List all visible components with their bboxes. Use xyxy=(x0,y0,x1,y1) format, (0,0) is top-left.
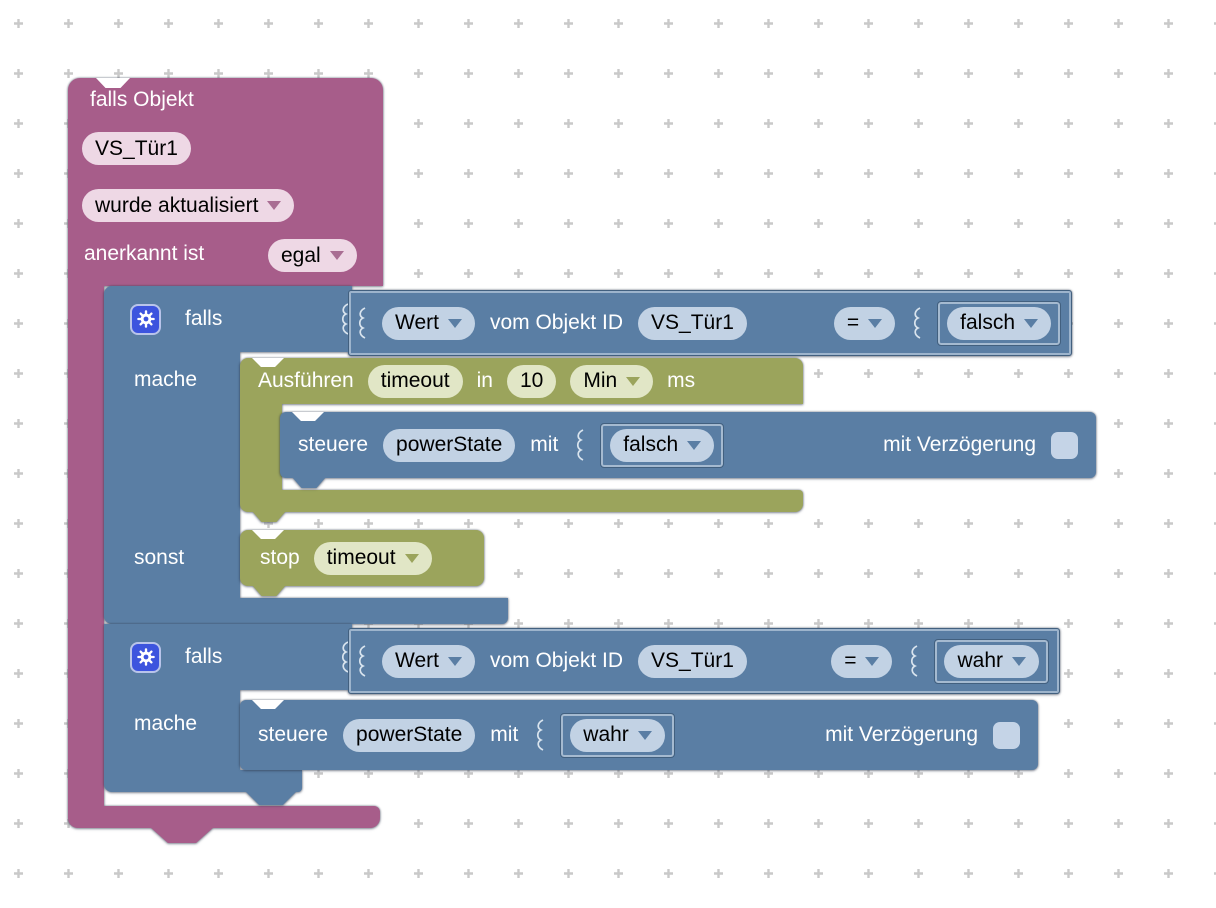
puzzle-connector-icon xyxy=(537,719,544,751)
chevron-down-icon xyxy=(404,553,419,563)
set-value: falsch xyxy=(623,433,679,456)
object-id-field[interactable]: VS_Tür1 xyxy=(82,132,191,165)
unit-value: Min xyxy=(583,369,618,392)
set-value-dropdown[interactable]: falsch xyxy=(610,428,715,462)
value-type-dropdown[interactable]: Wert xyxy=(382,306,475,340)
compare-value: falsch xyxy=(960,311,1015,334)
else-label: sonst xyxy=(134,546,185,569)
state-id-field[interactable]: powerState xyxy=(383,428,516,462)
event-dropdown[interactable]: wurde aktualisiert xyxy=(82,189,295,222)
value-type-dropdown[interactable]: Wert xyxy=(382,644,475,678)
puzzle-connector-icon xyxy=(914,307,921,339)
stop-verb: stop xyxy=(260,546,300,569)
object-id-field[interactable]: VS_Tür1 xyxy=(638,306,747,340)
chevron-down-icon xyxy=(626,376,641,386)
delay-number-value: 10 xyxy=(519,369,544,392)
bottom-connector-tab xyxy=(252,511,286,522)
stop-name-dropdown[interactable]: timeout xyxy=(313,541,432,575)
condition-block[interactable]: Wert vom Objekt ID VS_Tür1 = wahr xyxy=(348,628,1060,694)
delay-number-field[interactable]: 10 xyxy=(506,364,557,398)
object-id-value: VS_Tür1 xyxy=(651,649,734,672)
of-object-label: vom Objekt ID xyxy=(489,649,623,672)
operator-dropdown[interactable]: = xyxy=(831,644,893,678)
ack-dropdown-value: egal xyxy=(281,243,321,267)
chevron-down-icon xyxy=(637,730,652,740)
chevron-down-icon xyxy=(447,318,462,328)
in-label: in xyxy=(476,369,493,392)
do-label: mache xyxy=(134,368,198,391)
if-keyword: falls xyxy=(185,307,223,330)
puzzle-connector-icon xyxy=(342,641,349,673)
top-notch xyxy=(292,412,324,421)
with-label: mit xyxy=(490,723,519,746)
state-id-value: powerState xyxy=(356,723,463,746)
chevron-down-icon xyxy=(329,251,344,260)
chevron-down-icon xyxy=(687,440,702,450)
chevron-down-icon xyxy=(865,656,880,666)
object-id-value: VS_Tür1 xyxy=(651,311,734,334)
condition-block[interactable]: Wert vom Objekt ID VS_Tür1 = falsch xyxy=(348,290,1072,356)
delay-checkbox[interactable] xyxy=(1051,431,1078,459)
puzzle-connector-icon xyxy=(359,645,366,677)
puzzle-connector-icon xyxy=(911,645,918,677)
compare-value: wahr xyxy=(957,649,1003,672)
set-value-block[interactable]: falsch xyxy=(600,422,725,468)
bottom-connector-tab xyxy=(244,790,298,805)
compare-value-dropdown[interactable]: falsch xyxy=(947,306,1051,340)
gear-icon[interactable] xyxy=(130,641,161,673)
ack-label: anerkannt ist xyxy=(84,242,205,265)
operator-value: = xyxy=(844,649,857,672)
stop-name-value: timeout xyxy=(326,546,396,569)
puzzle-connector-icon xyxy=(359,307,366,339)
compare-value-block[interactable]: falsch xyxy=(937,300,1061,346)
operator-value: = xyxy=(846,311,860,334)
chevron-down-icon xyxy=(1012,656,1026,666)
delay-checkbox[interactable] xyxy=(993,721,1020,749)
control-verb: steuere xyxy=(298,433,369,456)
top-notch xyxy=(252,700,284,709)
chevron-down-icon xyxy=(447,656,462,666)
exec-label: Ausführen xyxy=(258,369,354,392)
ack-dropdown[interactable]: egal xyxy=(268,239,357,272)
timeout-name-field[interactable]: timeout xyxy=(367,364,463,398)
chevron-down-icon xyxy=(267,201,282,210)
trigger-title: falls Objekt xyxy=(90,88,194,111)
state-id-field[interactable]: powerState xyxy=(343,718,476,752)
compare-value-dropdown[interactable]: wahr xyxy=(944,644,1039,678)
bottom-connector-tab xyxy=(292,477,326,488)
set-value-block[interactable]: wahr xyxy=(560,712,675,758)
of-object-label: vom Objekt ID xyxy=(489,311,623,334)
if-keyword: falls xyxy=(185,645,223,668)
event-dropdown-value: wurde aktualisiert xyxy=(95,193,259,217)
gear-icon[interactable] xyxy=(130,303,161,335)
set-value: wahr xyxy=(583,723,629,746)
timeout-name-value: timeout xyxy=(380,369,450,392)
object-id-field[interactable]: VS_Tür1 xyxy=(638,644,747,678)
with-label: mit xyxy=(530,433,559,456)
unit-dropdown[interactable]: Min xyxy=(570,364,654,398)
object-id-value: VS_Tür1 xyxy=(95,136,178,160)
set-value-dropdown[interactable]: wahr xyxy=(570,718,665,752)
state-id-value: powerState xyxy=(396,433,503,456)
top-notch xyxy=(252,358,284,367)
operator-dropdown[interactable]: = xyxy=(833,306,896,340)
puzzle-connector-icon xyxy=(577,429,584,461)
value-type-value: Wert xyxy=(395,649,439,672)
do-label: mache xyxy=(134,712,198,735)
compare-value-block[interactable]: wahr xyxy=(934,638,1049,684)
control-verb: steuere xyxy=(258,723,329,746)
bottom-connector-tab xyxy=(150,827,214,843)
puzzle-connector-icon xyxy=(342,303,349,335)
top-notch xyxy=(96,78,130,88)
delay-label: mit Verzögerung xyxy=(883,433,1036,456)
value-type-value: Wert xyxy=(395,311,439,334)
ms-label: ms xyxy=(667,369,696,392)
bottom-connector-tab xyxy=(252,585,286,596)
chevron-down-icon xyxy=(868,318,883,328)
chevron-down-icon xyxy=(1024,318,1038,328)
delay-label: mit Verzögerung xyxy=(825,723,978,746)
top-notch xyxy=(252,530,284,539)
